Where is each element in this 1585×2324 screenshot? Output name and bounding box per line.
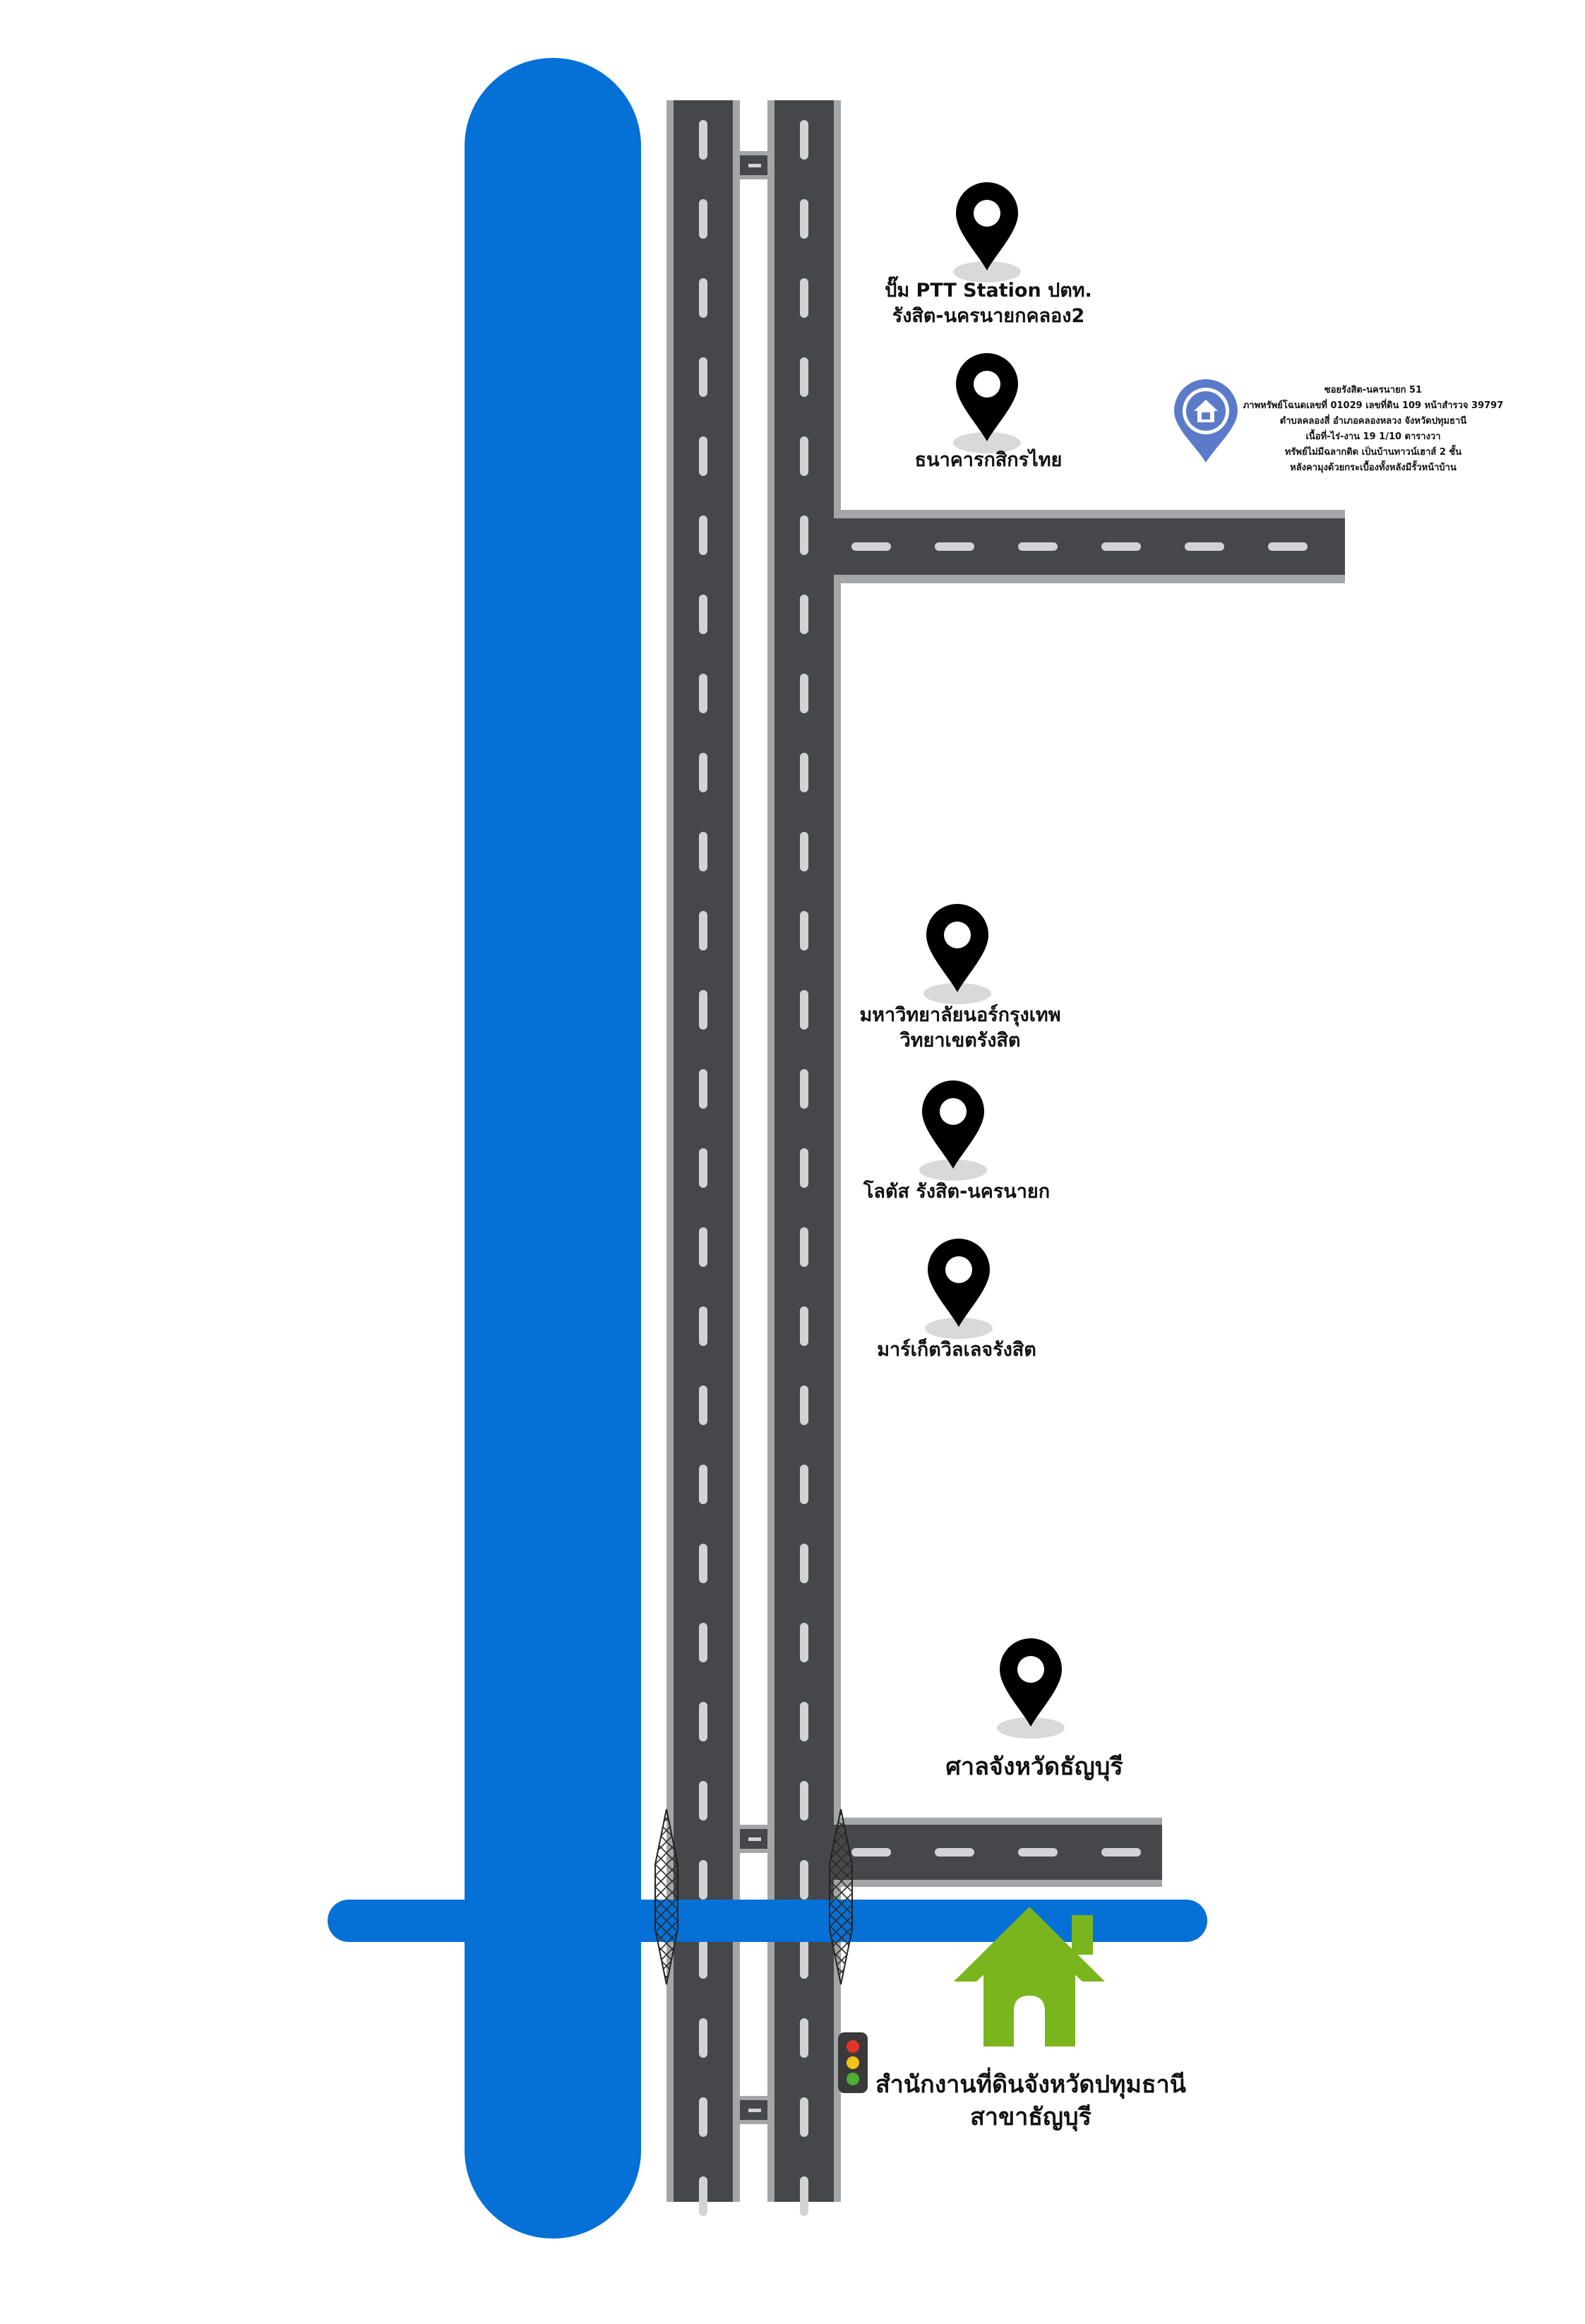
lane-dash bbox=[800, 199, 808, 239]
map-pin-icon bbox=[997, 1638, 1065, 1739]
lane-dash bbox=[800, 120, 808, 160]
landmark-label-kbank: ธนาคารกสิกรไทย bbox=[914, 449, 1063, 471]
lane-dash bbox=[1268, 542, 1308, 551]
lane-dash bbox=[699, 1939, 707, 1979]
landmark-label-ptt: ปั๊ม PTT Station ปตท. รังสิต-นครนายกคลอง… bbox=[885, 280, 1092, 328]
lane-dash bbox=[699, 516, 707, 555]
lane-dash bbox=[935, 542, 974, 551]
map-pin-icon bbox=[925, 1239, 993, 1339]
lane-dash bbox=[699, 990, 707, 1030]
lane-dash bbox=[1018, 542, 1058, 551]
bridge-truss-left bbox=[654, 1808, 678, 1985]
lane-dash bbox=[800, 832, 808, 871]
map-pin-icon bbox=[919, 1080, 987, 1181]
lane-dash bbox=[800, 1386, 808, 1425]
lane-dash bbox=[699, 1148, 707, 1188]
map-pin-icon bbox=[953, 182, 1021, 282]
highway-right-lane bbox=[767, 100, 841, 2216]
office-label: สำนักงานที่ดินจังหวัดปทุมธานี สาขาธัญบุร… bbox=[875, 2070, 1186, 2131]
lane-dash bbox=[699, 1227, 707, 1267]
side-road bbox=[834, 510, 1345, 583]
lane-dash bbox=[800, 753, 808, 792]
home-pin-icon bbox=[1174, 379, 1238, 463]
lane-dash bbox=[699, 2018, 707, 2058]
lane-dash bbox=[699, 1386, 707, 1425]
lane-dash bbox=[800, 911, 808, 951]
landmark-label-market: มาร์เก็ตวิลเลจรังสิต bbox=[877, 1339, 1036, 1361]
lane-dash bbox=[800, 595, 808, 634]
house-icon bbox=[954, 1907, 1105, 2046]
lane-dash bbox=[699, 2097, 707, 2137]
lane-dash bbox=[1018, 1848, 1058, 1857]
lane-dash bbox=[699, 278, 707, 318]
lower-side-road bbox=[834, 1818, 1162, 1887]
lane-dash bbox=[851, 1848, 891, 1857]
lane-dash bbox=[699, 1069, 707, 1109]
lane-dash bbox=[800, 1306, 808, 1346]
lane-dash bbox=[800, 1939, 808, 1979]
bridge-truss-right bbox=[829, 1808, 853, 1985]
lane-dash bbox=[699, 120, 707, 160]
lane-dash bbox=[1101, 1848, 1141, 1857]
lane-dash bbox=[1101, 542, 1141, 551]
landmark-label-court: ศาลจังหวัดธัญบุรี bbox=[945, 1753, 1123, 1781]
vertical-canal bbox=[465, 58, 641, 2239]
lane-dash bbox=[800, 278, 808, 318]
lane-dash bbox=[935, 1848, 974, 1857]
lane-dash bbox=[800, 1702, 808, 1741]
lane-dash bbox=[699, 832, 707, 871]
lane-dash bbox=[800, 1465, 808, 1504]
lane-dash bbox=[800, 1860, 808, 1900]
lane-dash bbox=[699, 595, 707, 634]
lane-dash bbox=[800, 516, 808, 555]
lane-dash bbox=[699, 1623, 707, 1662]
landmark-label-lotus: โลตัส รังสิต-นครนายก bbox=[863, 1181, 1051, 1203]
lane-dash bbox=[699, 199, 707, 239]
lane-dash bbox=[699, 357, 707, 397]
map-pin-icon bbox=[953, 353, 1021, 453]
lane-dash bbox=[699, 1465, 707, 1504]
horizontal-canal bbox=[328, 1900, 1207, 1942]
lane-dash bbox=[699, 1544, 707, 1583]
lane-dash bbox=[851, 542, 891, 551]
lane-dash bbox=[699, 1860, 707, 1900]
traffic-light-icon bbox=[838, 2032, 868, 2093]
lane-dash bbox=[699, 1702, 707, 1741]
landmark-label-university: มหาวิทยาลัยนอร์กรุงเทพ วิทยาเขตรังสิต bbox=[859, 1004, 1061, 1052]
lane-dash bbox=[699, 2176, 707, 2216]
lane-dash bbox=[800, 990, 808, 1030]
lane-dash bbox=[699, 674, 707, 713]
lane-dash bbox=[800, 1623, 808, 1662]
lane-dash bbox=[800, 1069, 808, 1109]
lane-dash bbox=[800, 1227, 808, 1267]
u-turn-connector bbox=[740, 151, 767, 179]
lane-dash bbox=[800, 1148, 808, 1188]
lane-dash bbox=[699, 1781, 707, 1821]
lane-dash bbox=[1185, 542, 1224, 551]
property-address: ซอยรังสิต-นครนายก 51 ภาพหรัพย์โฉนดเลขที่… bbox=[1243, 385, 1504, 473]
u-turn-connector bbox=[740, 1825, 767, 1853]
u-turn-connector bbox=[740, 2096, 767, 2124]
lane-dash bbox=[800, 2176, 808, 2216]
lane-dash bbox=[800, 357, 808, 397]
lane-dash bbox=[699, 911, 707, 951]
lane-dash bbox=[699, 1306, 707, 1346]
lane-dash bbox=[800, 674, 808, 713]
lane-dash bbox=[699, 753, 707, 792]
lane-dash bbox=[800, 2097, 808, 2137]
highway-left-lane bbox=[666, 100, 740, 2216]
lane-dash bbox=[800, 2018, 808, 2058]
lane-dash bbox=[699, 436, 707, 476]
lane-dash bbox=[800, 1544, 808, 1583]
lane-dash bbox=[800, 1781, 808, 1821]
map-pin-icon bbox=[923, 904, 991, 1004]
lane-dash bbox=[800, 436, 808, 476]
